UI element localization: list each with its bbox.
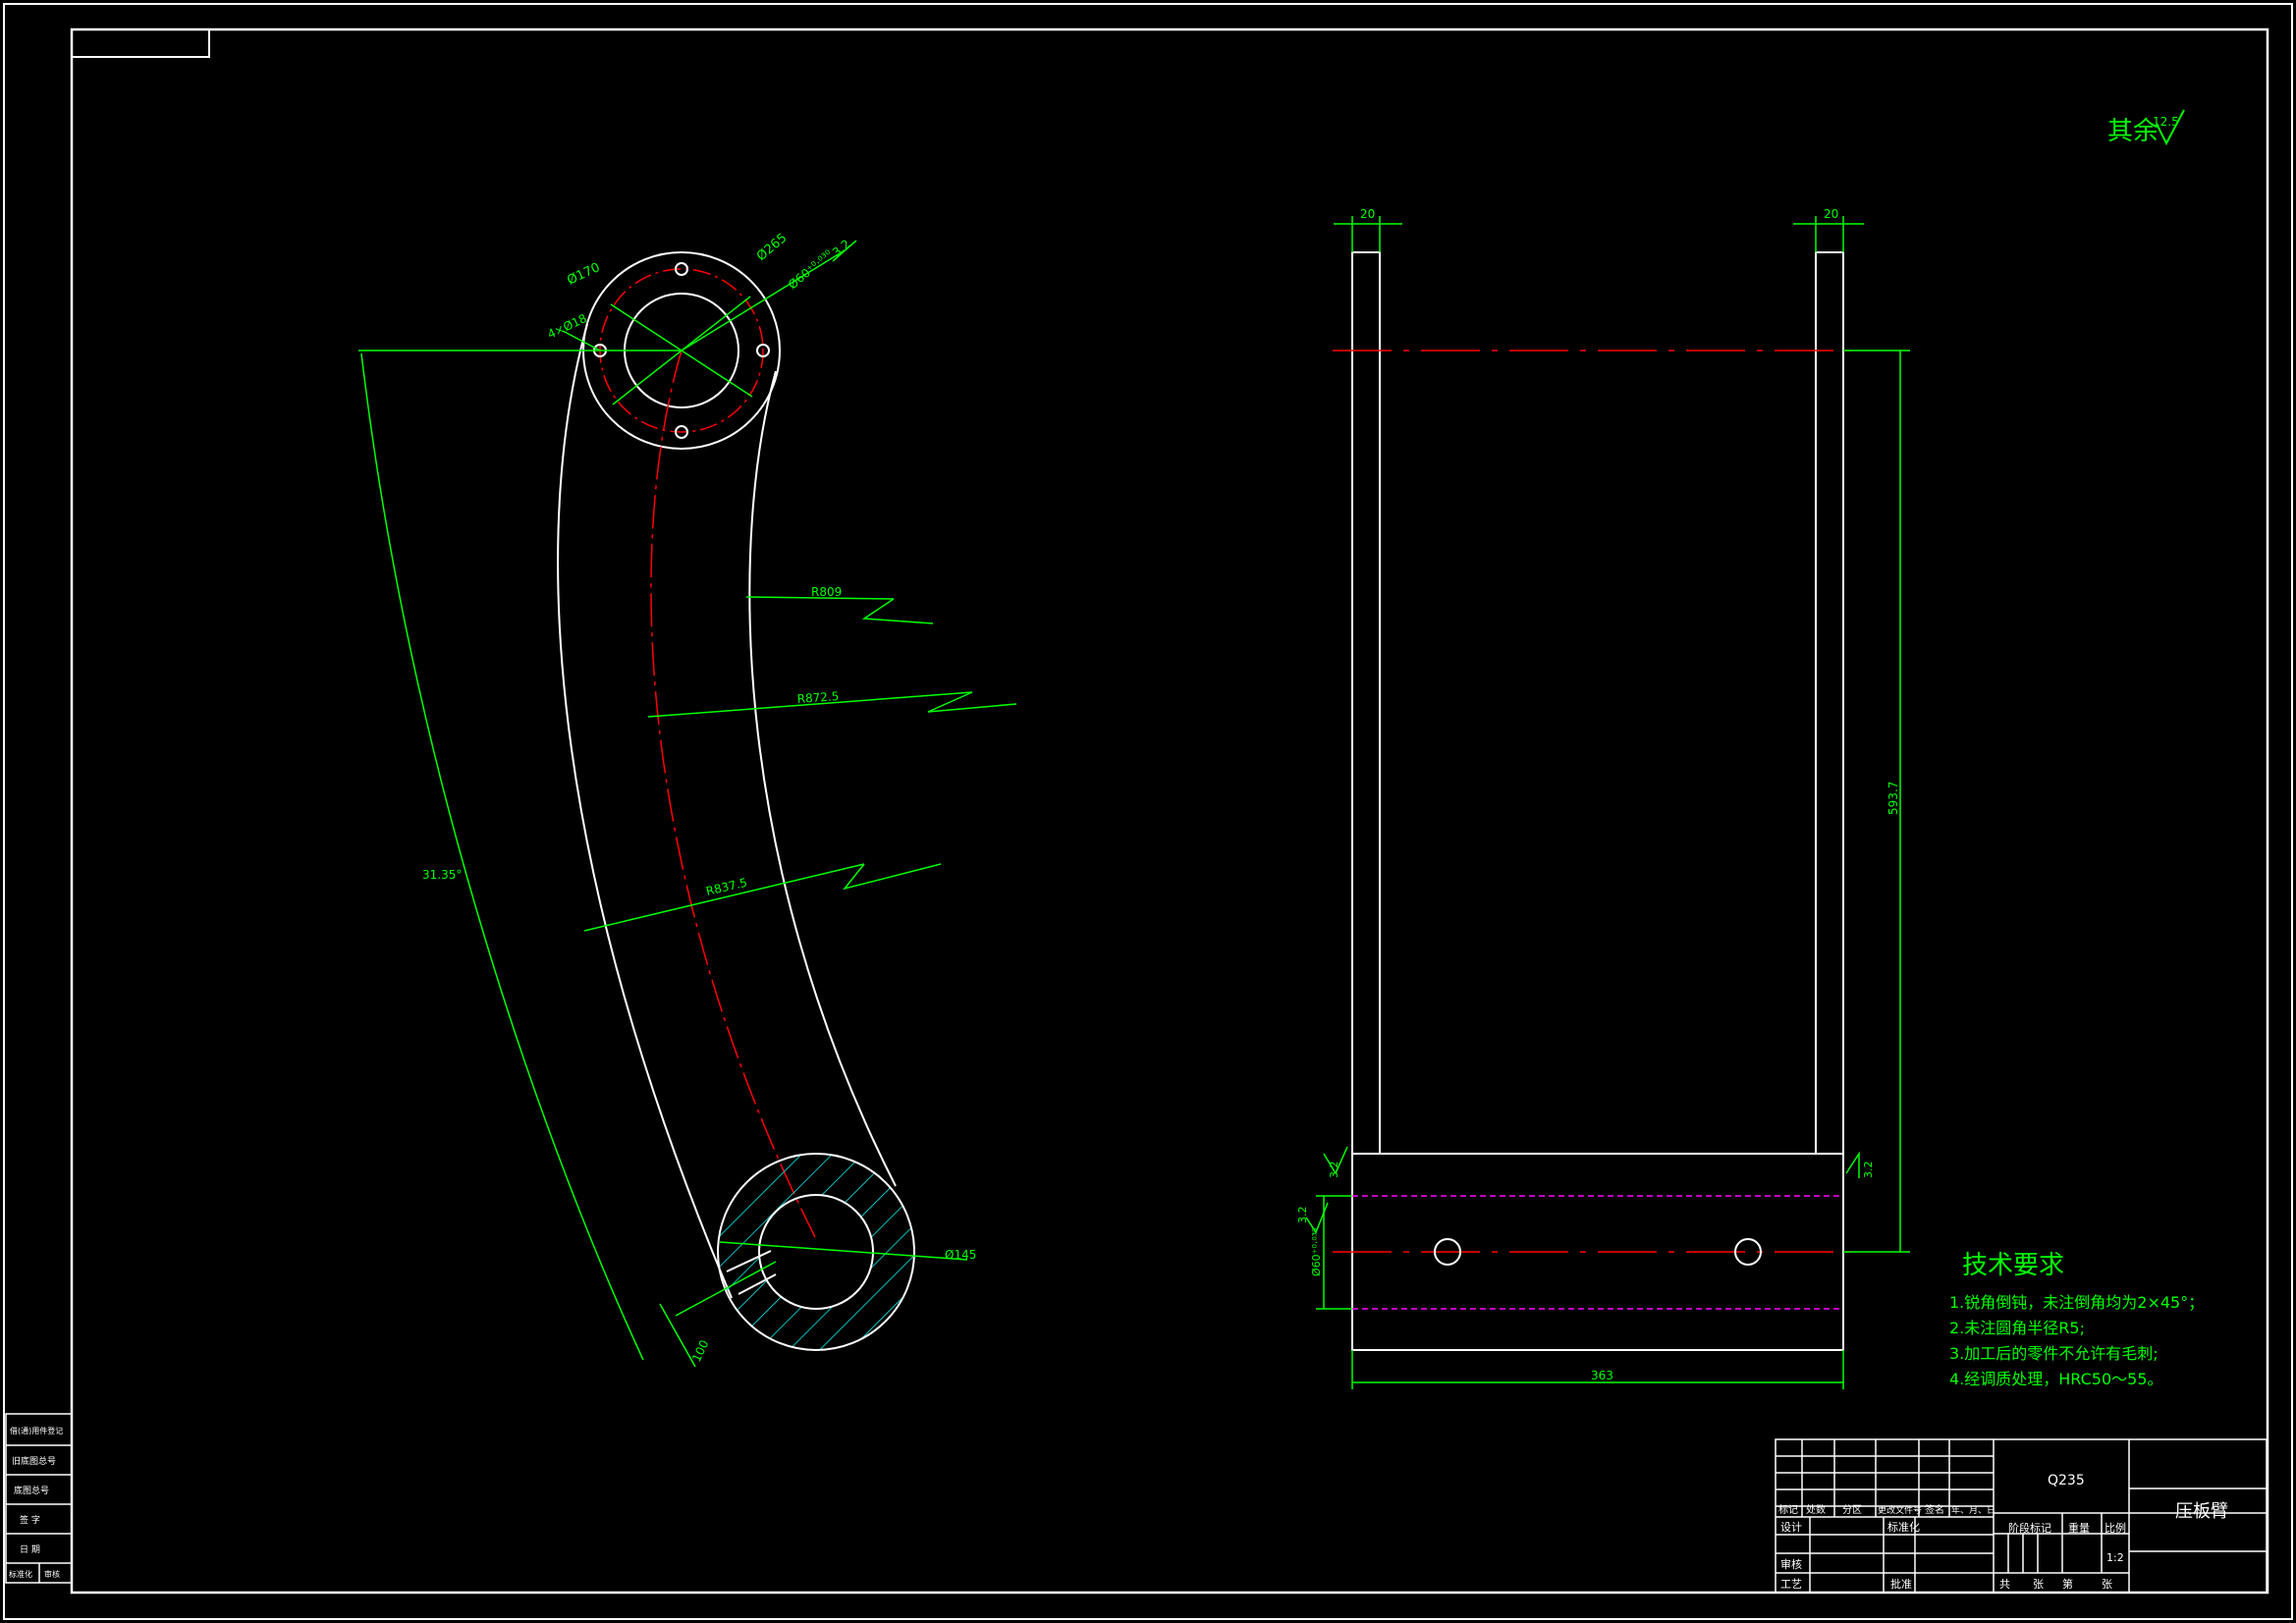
tech-item: 4.经调质处理，HRC50～55。 (1949, 1370, 2163, 1388)
dim-arc-r3: R837.5 (705, 876, 749, 898)
roughness-symbol-icon (2156, 109, 2185, 146)
stage-label: 阶段标记 (2008, 1521, 2051, 1535)
arm-inner-edge (748, 370, 897, 1187)
dim-fit-note: Ø60⁺⁰·⁰³⁰ (786, 247, 836, 293)
outer-frame (3, 3, 2293, 1620)
role-review: 审核 (1780, 1557, 1802, 1571)
left-dimension-lines (358, 240, 1017, 1368)
rev-header: 更改文件号 (1878, 1504, 1922, 1516)
bottom-boss-bore (758, 1194, 874, 1310)
strip-label: 签 字 (20, 1514, 40, 1526)
bottom-boss-hatch (717, 1154, 914, 1350)
left-upright (1351, 251, 1381, 1155)
dim-bottom-d: Ø145 (945, 1248, 976, 1262)
right-dimension-lines (1305, 216, 1910, 1389)
strip-label: 底图总号 (14, 1485, 49, 1496)
arm-outer-edge (557, 323, 733, 1299)
role-process: 工艺 (1780, 1578, 1802, 1591)
sheet-unit: 张 (2102, 1578, 2112, 1591)
dim-rough-left: 3.2 (1328, 1162, 1340, 1179)
material: Q235 (2048, 1473, 2085, 1488)
inner-frame (70, 27, 2269, 1595)
roughness-note: 其余 12.5 (2107, 109, 2185, 146)
tech-item: 2.未注圆角半径R5; (1949, 1319, 2085, 1337)
dim-top-w-left: 20 (1360, 207, 1375, 221)
pin-hole-left (1434, 1238, 1461, 1266)
pin-hole-right (1734, 1238, 1762, 1266)
sheet-unit: 张 (2033, 1578, 2044, 1591)
dim-rough-right: 3.2 (1862, 1162, 1875, 1179)
sheet-no: 第 (2062, 1577, 2073, 1591)
left-view: Ø170 Ø265 Ø60⁺⁰·⁰³⁰ 4×Ø18 3.2 R809 R872.… (358, 231, 1017, 1368)
rev-header: 处数 (1806, 1503, 1826, 1516)
bolt-hole (675, 262, 688, 276)
corner-box (71, 28, 210, 58)
strip-label: 借(通)用件登记 (10, 1426, 63, 1435)
tech-title: 技术要求 (1962, 1251, 2064, 1280)
scale-value: 1:2 (2106, 1551, 2124, 1564)
dim-top-w-right: 20 (1824, 207, 1838, 221)
tech-item: 1.锐角倒钝，未注倒角均为2×45°； (1949, 1293, 2204, 1312)
bolt-hole (675, 425, 688, 439)
dim-angle: 31.35° (422, 868, 462, 882)
dim-arc-r2: R872.5 (796, 689, 840, 706)
rev-header: 年、月、日 (1951, 1504, 1995, 1516)
side-strip (5, 1413, 73, 1584)
arm-centerline (650, 350, 816, 1238)
dim-bottom-len: 363 (1591, 1369, 1613, 1382)
slot-edge (726, 1250, 777, 1295)
sheet-total: 共 (1999, 1578, 2010, 1591)
bottom-boss-outer (717, 1153, 915, 1351)
role-design: 设计 (1780, 1521, 1802, 1534)
standardization: 标准化 (1887, 1520, 1920, 1534)
title-block-text: Q235 压板臂 标记 处数 分区 更改文件号 签名 年、月、日 设计 审核 工… (1778, 1473, 2228, 1591)
dim-four-holes: 4×Ø18 (545, 311, 588, 342)
title-block (1775, 1438, 2268, 1594)
roughness-value: 12.5 (2153, 115, 2179, 129)
scale-label: 比例 (2105, 1521, 2126, 1535)
tech-requirements: 技术要求 1.锐角倒钝，未注倒角均为2×45°； 2.未注圆角半径R5; 3.加… (1949, 1251, 2204, 1388)
right-upright (1815, 251, 1844, 1155)
roughness-label: 其余 (2107, 117, 2159, 146)
rev-header: 分区 (1842, 1504, 1862, 1516)
part-name: 压板臂 (2175, 1501, 2228, 1522)
tech-item: 3.加工后的零件不允许有毛刺; (1949, 1344, 2159, 1363)
strip-label: 标准化 (9, 1569, 32, 1579)
dim-d-top-large: Ø265 (754, 231, 790, 264)
dim-hole-fit: Ø60⁺⁰·⁰³⁰ (1310, 1227, 1323, 1276)
dim-d-top-small: Ø170 (565, 260, 602, 288)
strip-label: 日 期 (20, 1544, 40, 1555)
weight-label: 重量 (2068, 1521, 2090, 1535)
rev-header: 标记 (1778, 1504, 1798, 1516)
strip-label: 审核 (44, 1569, 60, 1579)
dim-rough-side: 3.2 (1296, 1207, 1309, 1224)
approval: 批准 (1890, 1577, 1912, 1591)
dim-arc-r1: R809 (811, 585, 842, 599)
bolt-hole (756, 344, 770, 357)
side-strip-text: 借(通)用件登记 旧底图总号 底图总号 签 字 日 期 标准化 审核 (9, 1426, 63, 1579)
dim-bottom-w: 100 (689, 1338, 711, 1365)
right-view: 20 20 593.7 3.2 3.2 3.2 Ø60⁺⁰·⁰³⁰ 363 (1296, 207, 1910, 1389)
strip-label: 旧底图总号 (12, 1455, 56, 1467)
dim-height: 593.7 (1886, 782, 1900, 815)
rev-header: 签名 (1925, 1503, 1944, 1516)
